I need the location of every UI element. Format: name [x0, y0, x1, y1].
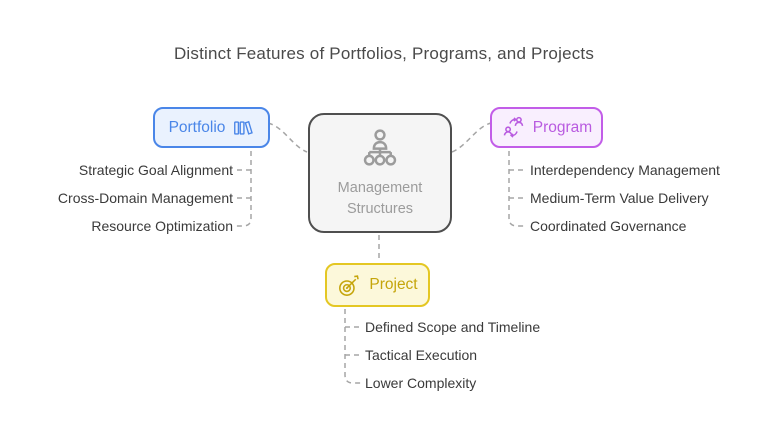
connector-portfolio-center	[267, 122, 308, 153]
portfolio-feature-2: Cross-Domain Management	[57, 190, 233, 206]
portfolio-node: Portfolio	[153, 107, 270, 148]
project-node: Project	[325, 263, 430, 307]
files-stack-icon	[232, 117, 254, 139]
project-feature-2: Tactical Execution	[365, 347, 478, 363]
portfolio-feature-3: Resource Optimization	[91, 218, 233, 234]
people-exchange-icon	[501, 115, 526, 140]
diagram-title: Distinct Features of Portfolios, Program…	[173, 44, 595, 63]
project-feature-3: Lower Complexity	[365, 375, 477, 391]
connector-portfolio-spine	[234, 151, 252, 227]
program-feature-1: Interdependency Management	[530, 162, 720, 178]
center-node-label: Management Structures	[337, 179, 423, 217]
org-chart-icon	[357, 126, 403, 172]
program-node: Program	[490, 107, 603, 148]
portfolio-feature-1: Strategic Goal Alignment	[78, 162, 233, 178]
program-feature-3: Coordinated Governance	[530, 218, 687, 234]
connector-center-program	[451, 122, 492, 153]
program-node-label: Program	[532, 118, 593, 136]
project-feature-1: Defined Scope and Timeline	[365, 319, 541, 335]
program-feature-2: Medium-Term Value Delivery	[530, 190, 709, 206]
connector-project-spine	[344, 309, 361, 384]
dart-target-icon	[337, 273, 362, 298]
portfolio-node-label: Portfolio	[168, 118, 226, 136]
connector-program-spine	[508, 151, 526, 227]
project-node-label: Project	[369, 276, 418, 293]
center-node-management-structures: Management Structures	[308, 113, 452, 233]
